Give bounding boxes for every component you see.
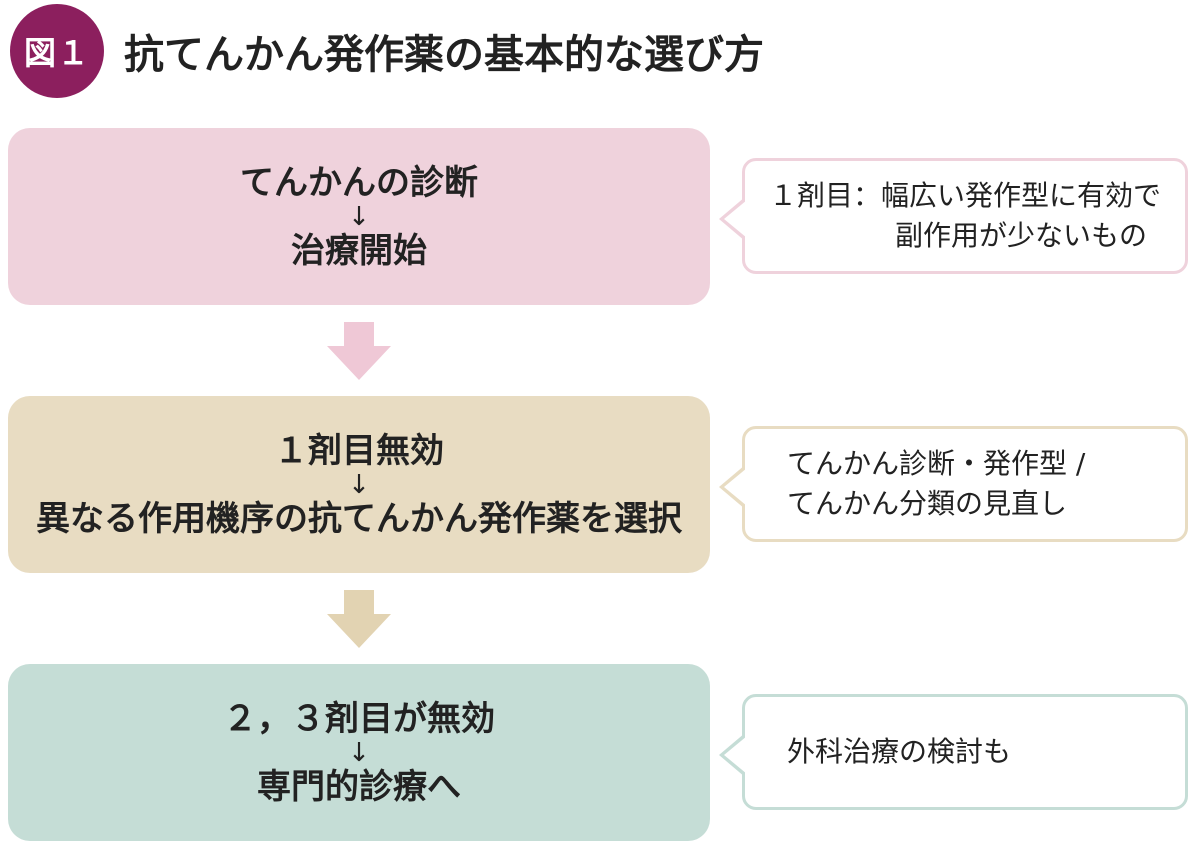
flow-step-1: てんかんの診断 ↓ 治療開始	[8, 128, 710, 305]
step-2-connector-arrow: ↓	[348, 469, 370, 500]
down-arrow-1	[327, 322, 391, 380]
step-2-text: １剤目無効	[274, 430, 444, 471]
step-1-connector-arrow: ↓	[348, 201, 370, 232]
step-3-connector-arrow: ↓	[348, 737, 370, 768]
step-3-result: 専門的診療へ	[257, 766, 461, 807]
note-2: てんかん診断・発作型 / てんかん分類の見直し	[719, 426, 1188, 542]
step-3-text: ２，３剤目が無効	[223, 698, 495, 739]
note-3: 外科治療の検討も	[719, 694, 1188, 810]
diagram-title: 抗てんかん発作薬の基本的な選び方	[124, 32, 764, 78]
flow-step-2: １剤目無効 ↓ 異なる作用機序の抗てんかん発作薬を選択	[8, 396, 710, 573]
step-2-result: 異なる作用機序の抗てんかん発作薬を選択	[36, 498, 682, 539]
step-1-text: てんかんの診断	[240, 162, 478, 203]
note-3-line1: 外科治療の検討も	[787, 735, 1012, 768]
down-arrow-1-shape	[327, 322, 391, 380]
figure-badge: 図１	[10, 4, 104, 98]
flow-step-3: ２，３剤目が無効 ↓ 専門的診療へ	[8, 664, 710, 841]
note-1-line1: １剤目：幅広い発作型に有効で	[769, 179, 1162, 212]
step-1-result: 治療開始	[291, 230, 427, 271]
note-1-line2: 副作用が少ないもの	[895, 219, 1148, 252]
down-arrow-2-shape	[327, 590, 391, 648]
down-arrow-2	[327, 590, 391, 648]
note-2-line2: てんかん分類の見直し	[787, 487, 1068, 520]
note-2-line1: てんかん診断・発作型 /	[787, 447, 1086, 480]
note-1: １剤目：幅広い発作型に有効で 副作用が少ないもの	[719, 158, 1188, 274]
